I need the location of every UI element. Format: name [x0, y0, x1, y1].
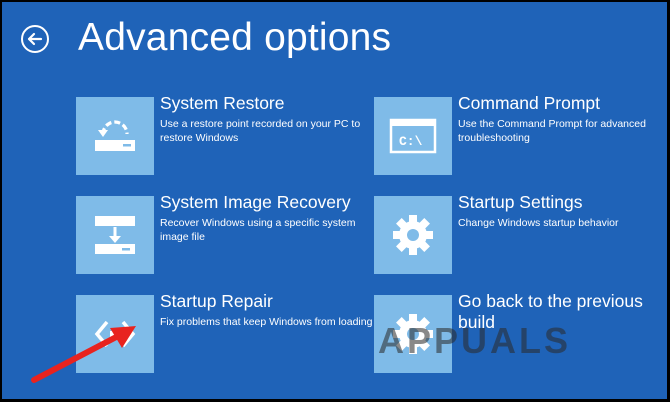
option-startup-settings[interactable]: Startup Settings Change Windows startup …	[374, 192, 664, 276]
system-image-icon	[95, 216, 135, 254]
option-tile	[76, 196, 154, 274]
system-restore-icon	[95, 120, 135, 151]
option-description: Fix problems that keep Windows from load…	[160, 316, 373, 328]
option-system-restore[interactable]: System Restore Use a restore point recor…	[76, 93, 376, 177]
option-title: System Image Recovery	[160, 192, 351, 212]
red-pointer-arrow-icon	[31, 326, 136, 383]
option-description: Change Windows startup behavior	[458, 217, 619, 229]
option-tile	[374, 295, 452, 373]
option-go-back-previous-build[interactable]: Go back to the previous build	[374, 291, 664, 375]
option-title: Startup Repair	[160, 291, 273, 311]
watermark: APPUALS	[378, 320, 572, 361]
option-system-image-recovery[interactable]: System Image Recovery Recover Windows us…	[76, 192, 376, 276]
command-prompt-icon-text: C:\	[399, 134, 423, 149]
option-text: Startup Settings Change Windows startup …	[458, 192, 667, 230]
option-title: System Restore	[160, 93, 285, 113]
option-description: Use the Command Prompt for advanced trou…	[458, 118, 646, 144]
back-button[interactable]	[20, 24, 50, 54]
option-text: System Image Recovery Recover Windows us…	[160, 192, 380, 244]
option-tile	[374, 196, 452, 274]
command-prompt-icon: C:\	[389, 118, 437, 154]
option-tile	[76, 97, 154, 175]
option-command-prompt[interactable]: C:\ Command Prompt Use the Command Promp…	[374, 93, 664, 177]
option-text: System Restore Use a restore point recor…	[160, 93, 380, 145]
option-title: Startup Settings	[458, 192, 583, 212]
option-description: Use a restore point recorded on your PC …	[160, 118, 361, 144]
option-text: Go back to the previous build	[458, 291, 667, 333]
option-text: Command Prompt Use the Command Prompt fo…	[458, 93, 667, 145]
option-startup-repair[interactable]: Startup Repair Fix problems that keep Wi…	[76, 291, 376, 375]
option-title: Go back to the previous build	[458, 291, 643, 332]
gear-icon	[393, 215, 433, 255]
option-title: Command Prompt	[458, 93, 600, 113]
option-tile: C:\	[374, 97, 452, 175]
back-arrow-icon	[21, 25, 49, 53]
option-description: Recover Windows using a specific system …	[160, 217, 356, 243]
option-text: Startup Repair Fix problems that keep Wi…	[160, 291, 380, 329]
gear-icon	[393, 314, 433, 354]
page-title: Advanced options	[78, 16, 392, 59]
